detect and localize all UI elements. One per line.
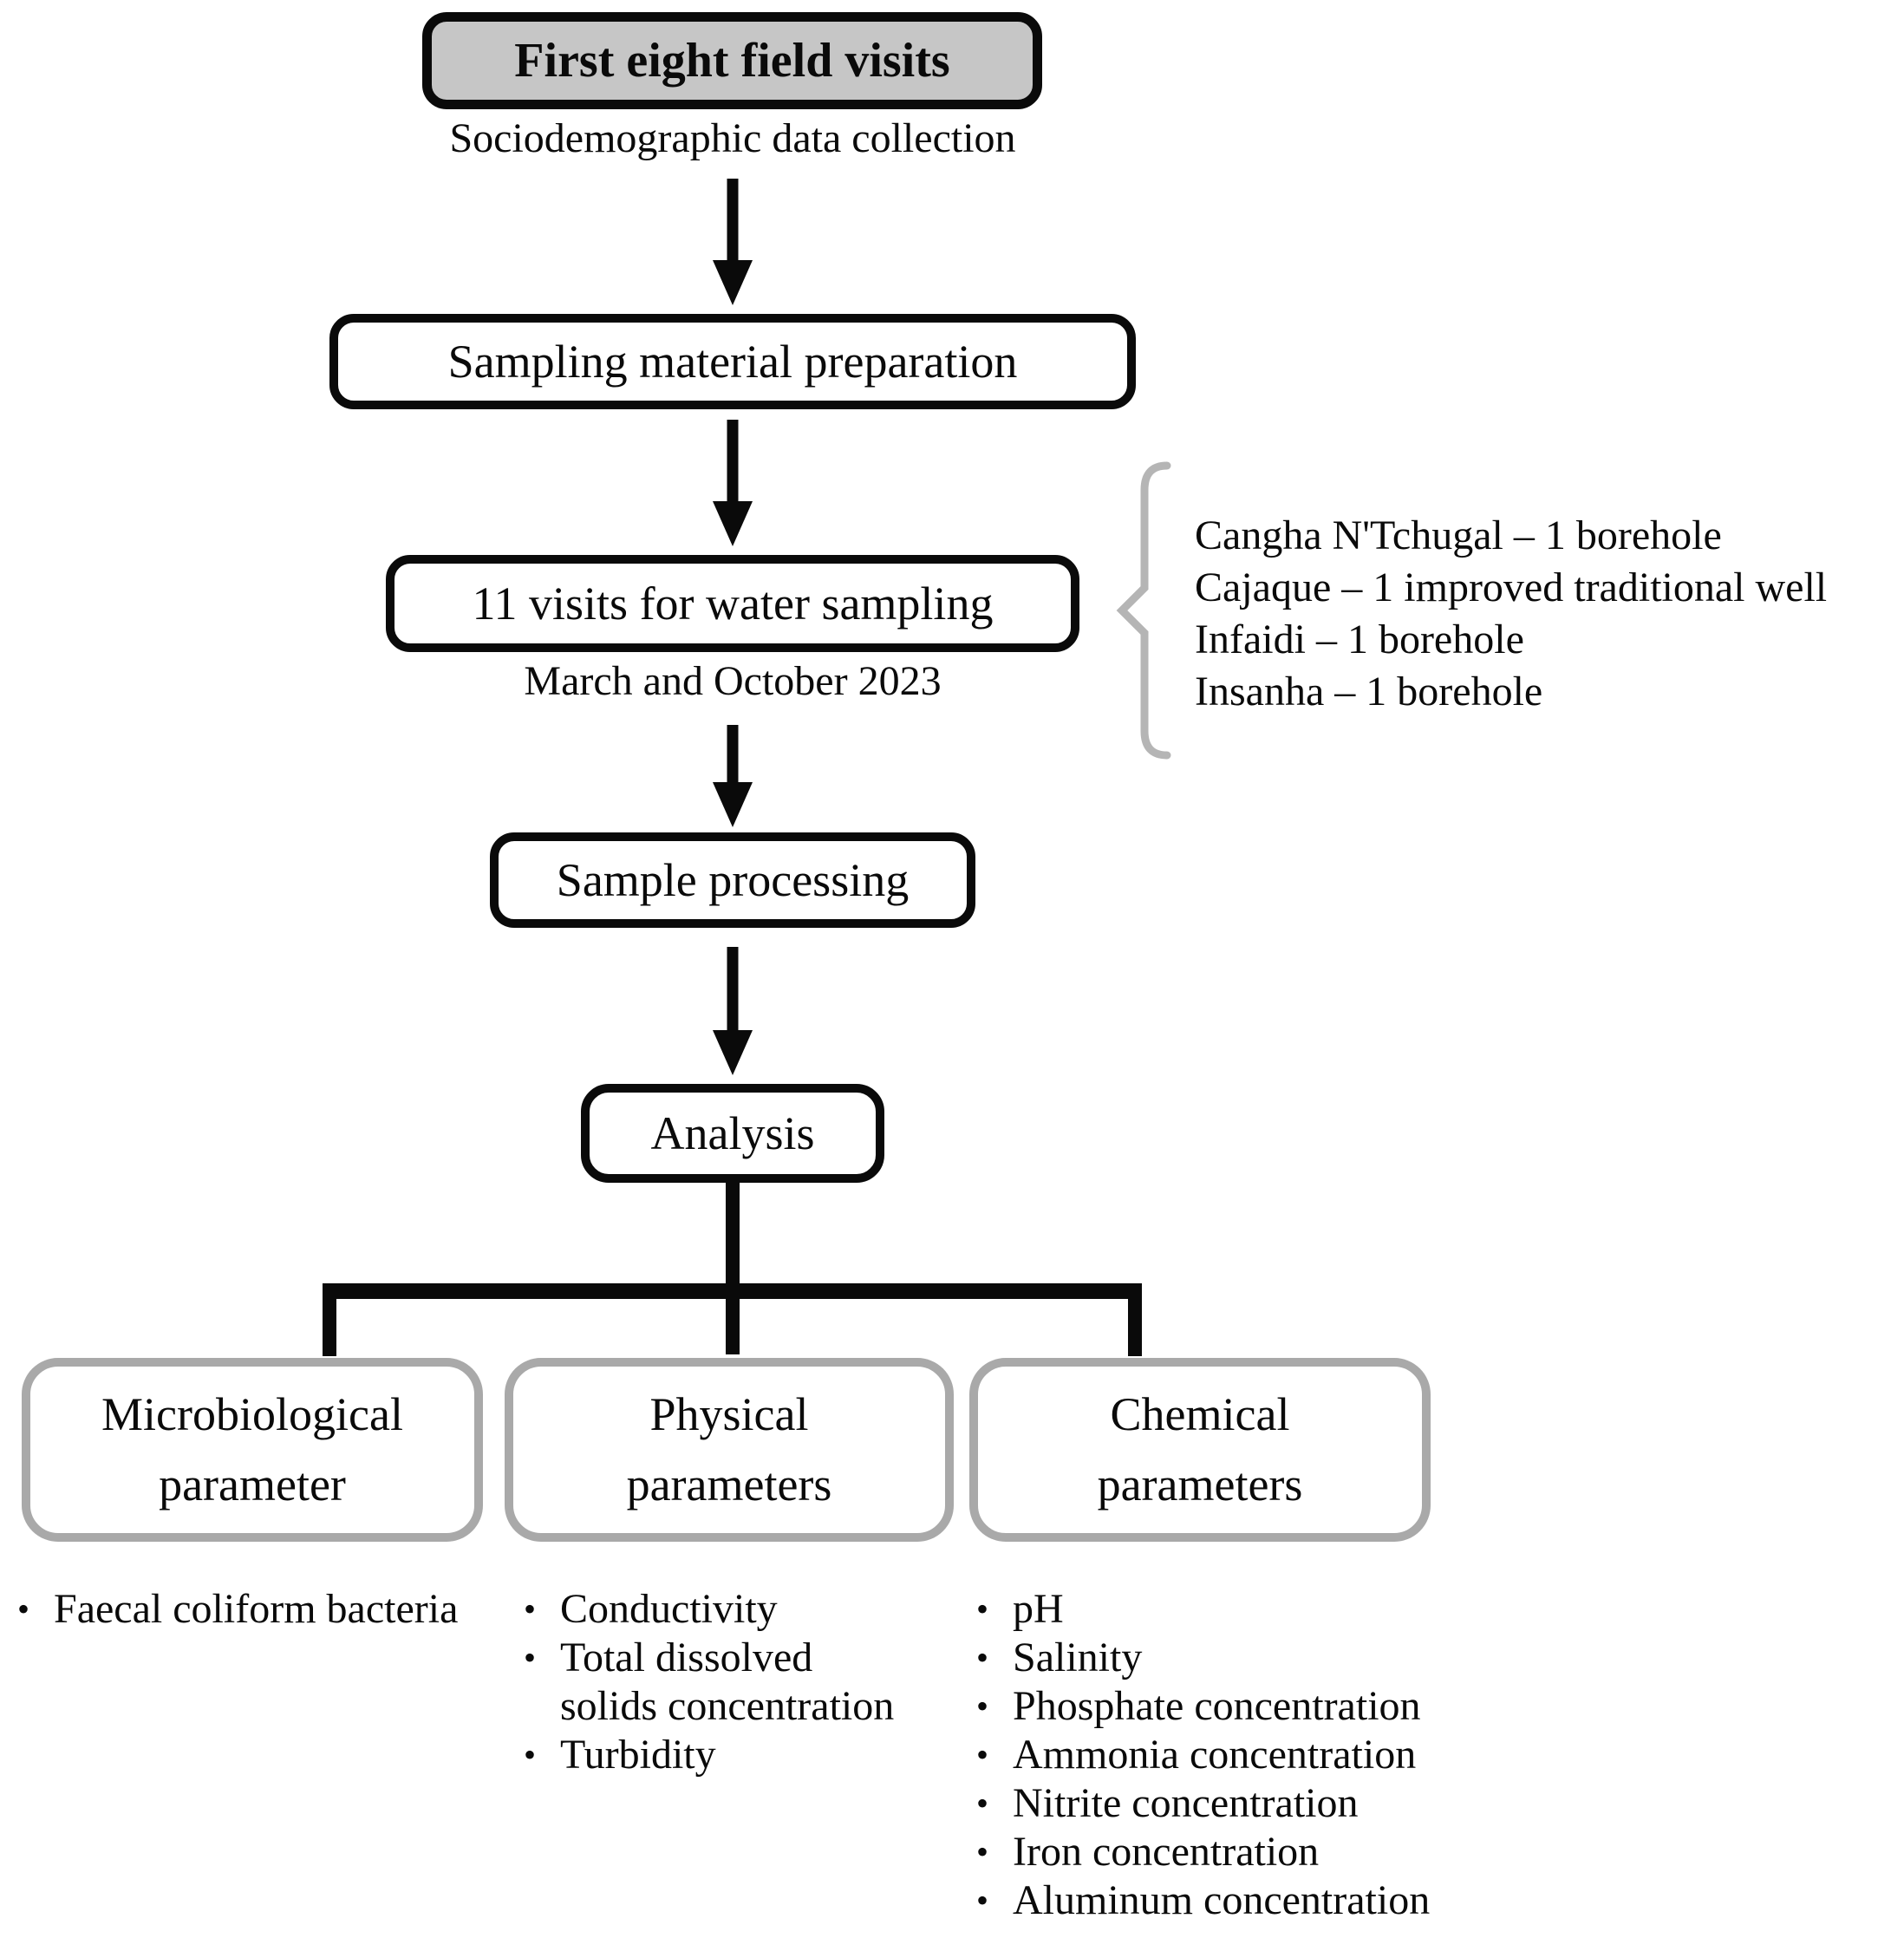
step-first-eight-field-visits: First eight field visits [422, 12, 1042, 109]
arrow-shaft [727, 725, 739, 786]
list-item: Faecal coliform bacteria [14, 1585, 534, 1634]
list-chemical: pHSalinityPhosphate concentrationAmmonia… [973, 1585, 1597, 1925]
list-item: pH [973, 1585, 1597, 1634]
category-box-microbiological: Microbiological parameter [22, 1358, 483, 1542]
connector-line-center [726, 1181, 740, 1354]
step-label: First eight field visits [514, 33, 950, 88]
step-sample-processing: Sample processing [490, 832, 975, 928]
arrow-head-icon [713, 501, 753, 546]
arrow-down-3 [713, 725, 753, 827]
connector-line-left [323, 1283, 336, 1356]
arrow-shaft [727, 179, 739, 264]
list-item: Turbidity [520, 1731, 936, 1779]
step-analysis: Analysis [581, 1084, 884, 1183]
step-sampling-material-preparation: Sampling material preparation [329, 314, 1136, 409]
list-item: Salinity [973, 1634, 1597, 1682]
arrow-down-4 [713, 947, 753, 1075]
arrow-head-icon [713, 782, 753, 827]
caption-sampling-dates: March and October 2023 [524, 658, 942, 704]
list-item: Total dissolved solids concentration [520, 1634, 936, 1731]
step-label: Analysis [650, 1106, 815, 1159]
arrow-shaft [727, 947, 739, 1034]
location-item: Cangha N'Tchugal – 1 borehole [1195, 512, 1722, 558]
connector-line-horizontal [323, 1283, 1142, 1299]
list-item: Iron concentration [973, 1828, 1597, 1876]
step-label: Sampling material preparation [447, 335, 1018, 388]
list-item: Ammonia concentration [973, 1731, 1597, 1779]
arrow-down-2 [713, 420, 753, 546]
list-microbiological: Faecal coliform bacteria [14, 1585, 534, 1634]
location-item: Insanha – 1 borehole [1195, 669, 1543, 715]
list-physical: ConductivityTotal dissolved solids conce… [520, 1585, 936, 1779]
step-label: 11 visits for water sampling [472, 577, 994, 630]
location-item: Cajaque – 1 improved traditional well [1195, 564, 1828, 610]
category-box-physical: Physical parameters [505, 1358, 954, 1542]
step-water-sampling-visits: 11 visits for water sampling [386, 555, 1079, 652]
arrow-head-icon [713, 260, 753, 305]
category-title: Physical parameters [626, 1388, 832, 1511]
connector-line-right [1128, 1283, 1142, 1356]
left-brace-icon [1116, 461, 1171, 760]
list-item: Aluminum concentration [973, 1876, 1597, 1925]
step-label: Sample processing [556, 853, 910, 906]
arrow-down-1 [713, 179, 753, 305]
arrow-shaft [727, 420, 739, 505]
category-title: Microbiological parameter [101, 1388, 403, 1511]
arrow-head-icon [713, 1030, 753, 1075]
caption-sociodemographic: Sociodemographic data collection [449, 115, 1016, 161]
category-box-chemical: Chemical parameters [969, 1358, 1431, 1542]
brace-path [1116, 461, 1171, 760]
category-title: Chemical parameters [1097, 1388, 1303, 1511]
list-item: Phosphate concentration [973, 1682, 1597, 1731]
list-item: Conductivity [520, 1585, 936, 1634]
list-item: Nitrite concentration [973, 1779, 1597, 1828]
location-item: Infaidi – 1 borehole [1195, 617, 1524, 662]
